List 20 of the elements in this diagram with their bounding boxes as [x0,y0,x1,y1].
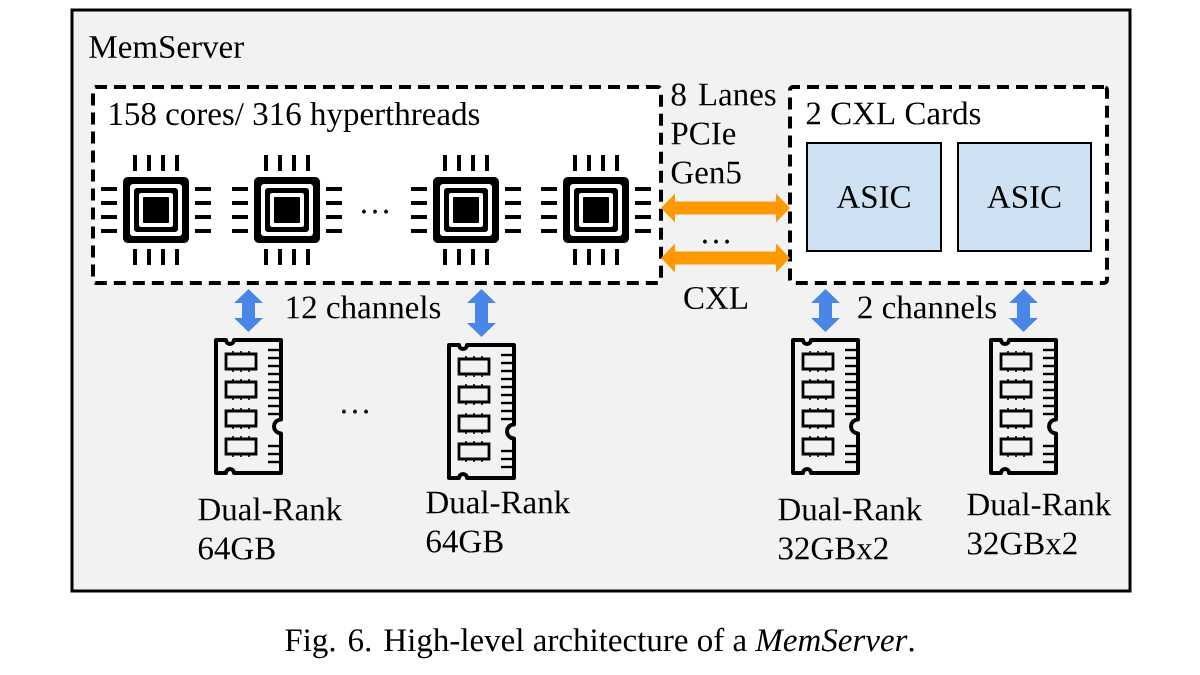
double-arrow [234,289,263,332]
double-arrow [811,289,840,332]
double-arrow [661,193,790,223]
double-arrow [661,243,790,273]
module-label: Dual-Rank 64GB [198,497,343,560]
connection-label: CXL [684,286,747,310]
double-arrow [467,289,496,337]
figure-caption: Fig. 6. High-level architecture of a MemServer. [285,627,914,659]
ellipsis: … [362,209,388,214]
ellipsis: … [342,409,368,414]
module-label: Dual-Rank 32GBx2 [967,492,1112,555]
module-label: Dual-Rank 32GBx2 [778,497,923,560]
component-box: ASIC [957,142,1092,252]
component-box: ASIC [806,142,942,252]
channel-label: 2 channels [858,295,996,319]
module-label: Dual-Rank 64GB [426,490,571,553]
channel-label: 12 channels [287,295,441,319]
double-arrow [1009,289,1038,332]
connection-label: 8 Lanes PCIe Gen5 [671,83,776,184]
ellipsis: … [703,239,729,244]
